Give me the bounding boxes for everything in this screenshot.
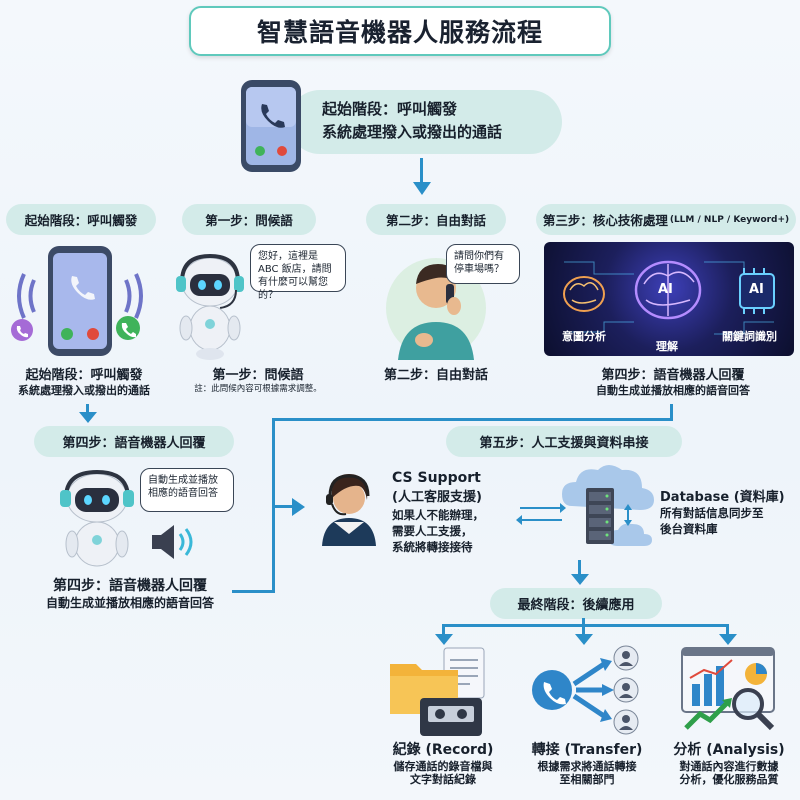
final-analysis-desc-2: 分析，優化服務品質	[679, 773, 779, 787]
tag-step3: 第三步：核心技術處理 (LLM / NLP / Keyword+)	[536, 204, 796, 235]
db-desc-1: 所有對話信息同步至	[660, 506, 764, 520]
arrow-down-icon	[435, 634, 453, 645]
connector-right-v	[670, 404, 673, 421]
db-title: Database (資料庫)	[660, 490, 785, 505]
final-record-desc-2: 文字對話紀錄	[410, 773, 476, 787]
robot-icon	[60, 470, 134, 567]
top-banner-text: 起始階段：呼叫觸發 系統處理撥入或撥出的通話	[322, 98, 562, 143]
connector-start-down	[86, 404, 89, 414]
final-branch-right	[726, 624, 729, 636]
final-branch-left	[442, 624, 445, 636]
final-transfer: 轉接 (Transfer) 根據需求將通話轉接 至相關部門	[514, 742, 660, 787]
tag-start: 起始階段：呼叫觸發	[6, 204, 156, 235]
arrow-down-icon	[413, 182, 431, 195]
final-record-desc-1: 儲存通話的錄音檔與	[393, 759, 493, 773]
reply-bubble: 自動生成並播放相應的語音回答	[140, 468, 234, 512]
arrow-down-icon	[575, 634, 593, 645]
connector-top	[420, 158, 423, 184]
caption-start-title: 起始階段：呼叫觸發	[25, 368, 143, 383]
arrow-right-icon	[292, 498, 305, 516]
chart-icon	[681, 647, 775, 731]
caption-step3-desc: 自動生成並播放相應的語音回答	[596, 384, 750, 398]
final-transfer-desc-1: 根據需求將通話轉接	[537, 759, 637, 773]
tag-step3-main: 第三步：核心技術處理	[542, 213, 668, 228]
arrow-down-icon	[719, 634, 737, 645]
tag-step2: 第二步：自由對話	[366, 204, 506, 235]
ai-label-1: AI	[658, 282, 673, 297]
final-record-title: 紀錄 (Record)	[392, 742, 494, 758]
tag-step1: 第一步：問候語	[182, 204, 316, 235]
db-desc-2: 後台資料庫	[660, 522, 718, 536]
connector-mid-v	[272, 418, 275, 592]
robot-icon	[176, 253, 244, 360]
top-banner	[288, 90, 562, 154]
caption-step1-title: 第一步：問候語	[212, 368, 304, 383]
top-banner-line2: 系統處理撥入或撥出的通話	[322, 122, 503, 141]
ringing-phone-icon	[11, 246, 143, 356]
cassette-icon	[420, 698, 482, 736]
connector-to-cs	[275, 505, 293, 508]
top-banner-line1: 起始階段：呼叫觸發	[322, 100, 458, 118]
caption-start: 起始階段：呼叫觸發 系統處理撥入或撥出的通話	[0, 368, 168, 398]
ai-brain-icon	[563, 260, 775, 335]
cs-desc-3: 系統將轉接接待	[392, 540, 473, 554]
cs-subtitle: (人工客服支援)	[392, 490, 482, 505]
question-bubble: 請問你們有停車場嗎？	[446, 244, 520, 284]
caption-step3-title: 第四步：語音機器人回覆	[601, 368, 745, 383]
caption-step3: 第四步：語音機器人回覆 自動生成並播放相應的語音回答	[560, 368, 786, 398]
support-agent-icon	[322, 474, 376, 546]
title-box: 智慧語音機器人服務流程	[189, 6, 611, 56]
final-record: 紀錄 (Record) 儲存通話的錄音檔與 文字對話紀錄	[368, 742, 518, 787]
cloud-database-icon	[562, 465, 654, 546]
record-icon	[390, 647, 485, 736]
page-title: 智慧語音機器人服務流程	[256, 18, 543, 47]
final-branch-h	[442, 624, 728, 627]
caption-step4-desc: 自動生成並播放相應的語音回答	[45, 595, 214, 610]
connector-left-h	[232, 590, 275, 593]
caption-start-desc: 系統處理撥入或撥出的通話	[18, 384, 150, 398]
final-branch-mid	[582, 618, 585, 636]
cs-desc-1: 如果人不能辦理，	[392, 508, 484, 522]
caption-step1: 第一步：問候語 註：此問候內容可根據需求調整。	[166, 368, 350, 395]
ai-keyword-label: 關鍵詞識別	[722, 330, 777, 343]
tag-step5: 第五步：人工支援與資料串接	[446, 426, 682, 457]
caption-step4: 第四步：語音機器人回覆 自動生成並播放相應的語音回答	[16, 578, 244, 611]
final-transfer-desc-2: 至相關部門	[559, 773, 615, 787]
ai-label-2: AI	[749, 282, 764, 297]
tag-step3-small: (LLM / NLP / Keyword+)	[669, 214, 790, 225]
final-analysis: 分析 (Analysis) 對通話內容進行數據 分析，優化服務品質	[658, 742, 800, 787]
ai-intent-label: 意圖分析	[562, 330, 606, 343]
caption-step1-note: 註：此問候內容可根據需求調整。	[194, 384, 322, 395]
arrow-down-icon	[79, 412, 97, 423]
connector-right-h	[274, 418, 670, 421]
speaker-icon	[152, 525, 193, 559]
cs-title: CS Support	[392, 470, 481, 486]
phone-icon	[241, 80, 301, 172]
caption-step2: 第二步：自由對話	[383, 368, 488, 383]
database-block: Database (資料庫) 所有對話信息同步至 後台資料庫	[660, 486, 800, 537]
caption-step4-title: 第四步：語音機器人回覆	[53, 578, 207, 594]
tag-step4: 第四步：語音機器人回覆	[34, 426, 234, 457]
final-analysis-desc-1: 對通話內容進行數據	[679, 759, 779, 773]
cs-support-block: CS Support (人工客服支援) 如果人不能辦理， 需要人工支援， 系統將…	[392, 470, 516, 555]
bidirectional-arrows-icon	[516, 503, 566, 525]
final-analysis-title: 分析 (Analysis)	[673, 742, 785, 758]
magnifier-icon	[732, 688, 775, 731]
connector-db-down	[578, 560, 581, 576]
arrow-down-icon	[571, 574, 589, 585]
cs-desc-2: 需要人工支援，	[392, 524, 473, 538]
ai-core-panel: AI AI 意圖分析 理解 關鍵詞識別	[544, 242, 794, 356]
greeting-bubble: 您好，這裡是 ABC 飯店，請問有什麼可以幫您的？	[250, 244, 346, 301]
tag-final: 最終階段：後續應用	[490, 588, 662, 619]
final-transfer-title: 轉接 (Transfer)	[531, 742, 643, 758]
transfer-icon	[532, 645, 639, 735]
ai-understand-label: 理解	[656, 340, 678, 353]
